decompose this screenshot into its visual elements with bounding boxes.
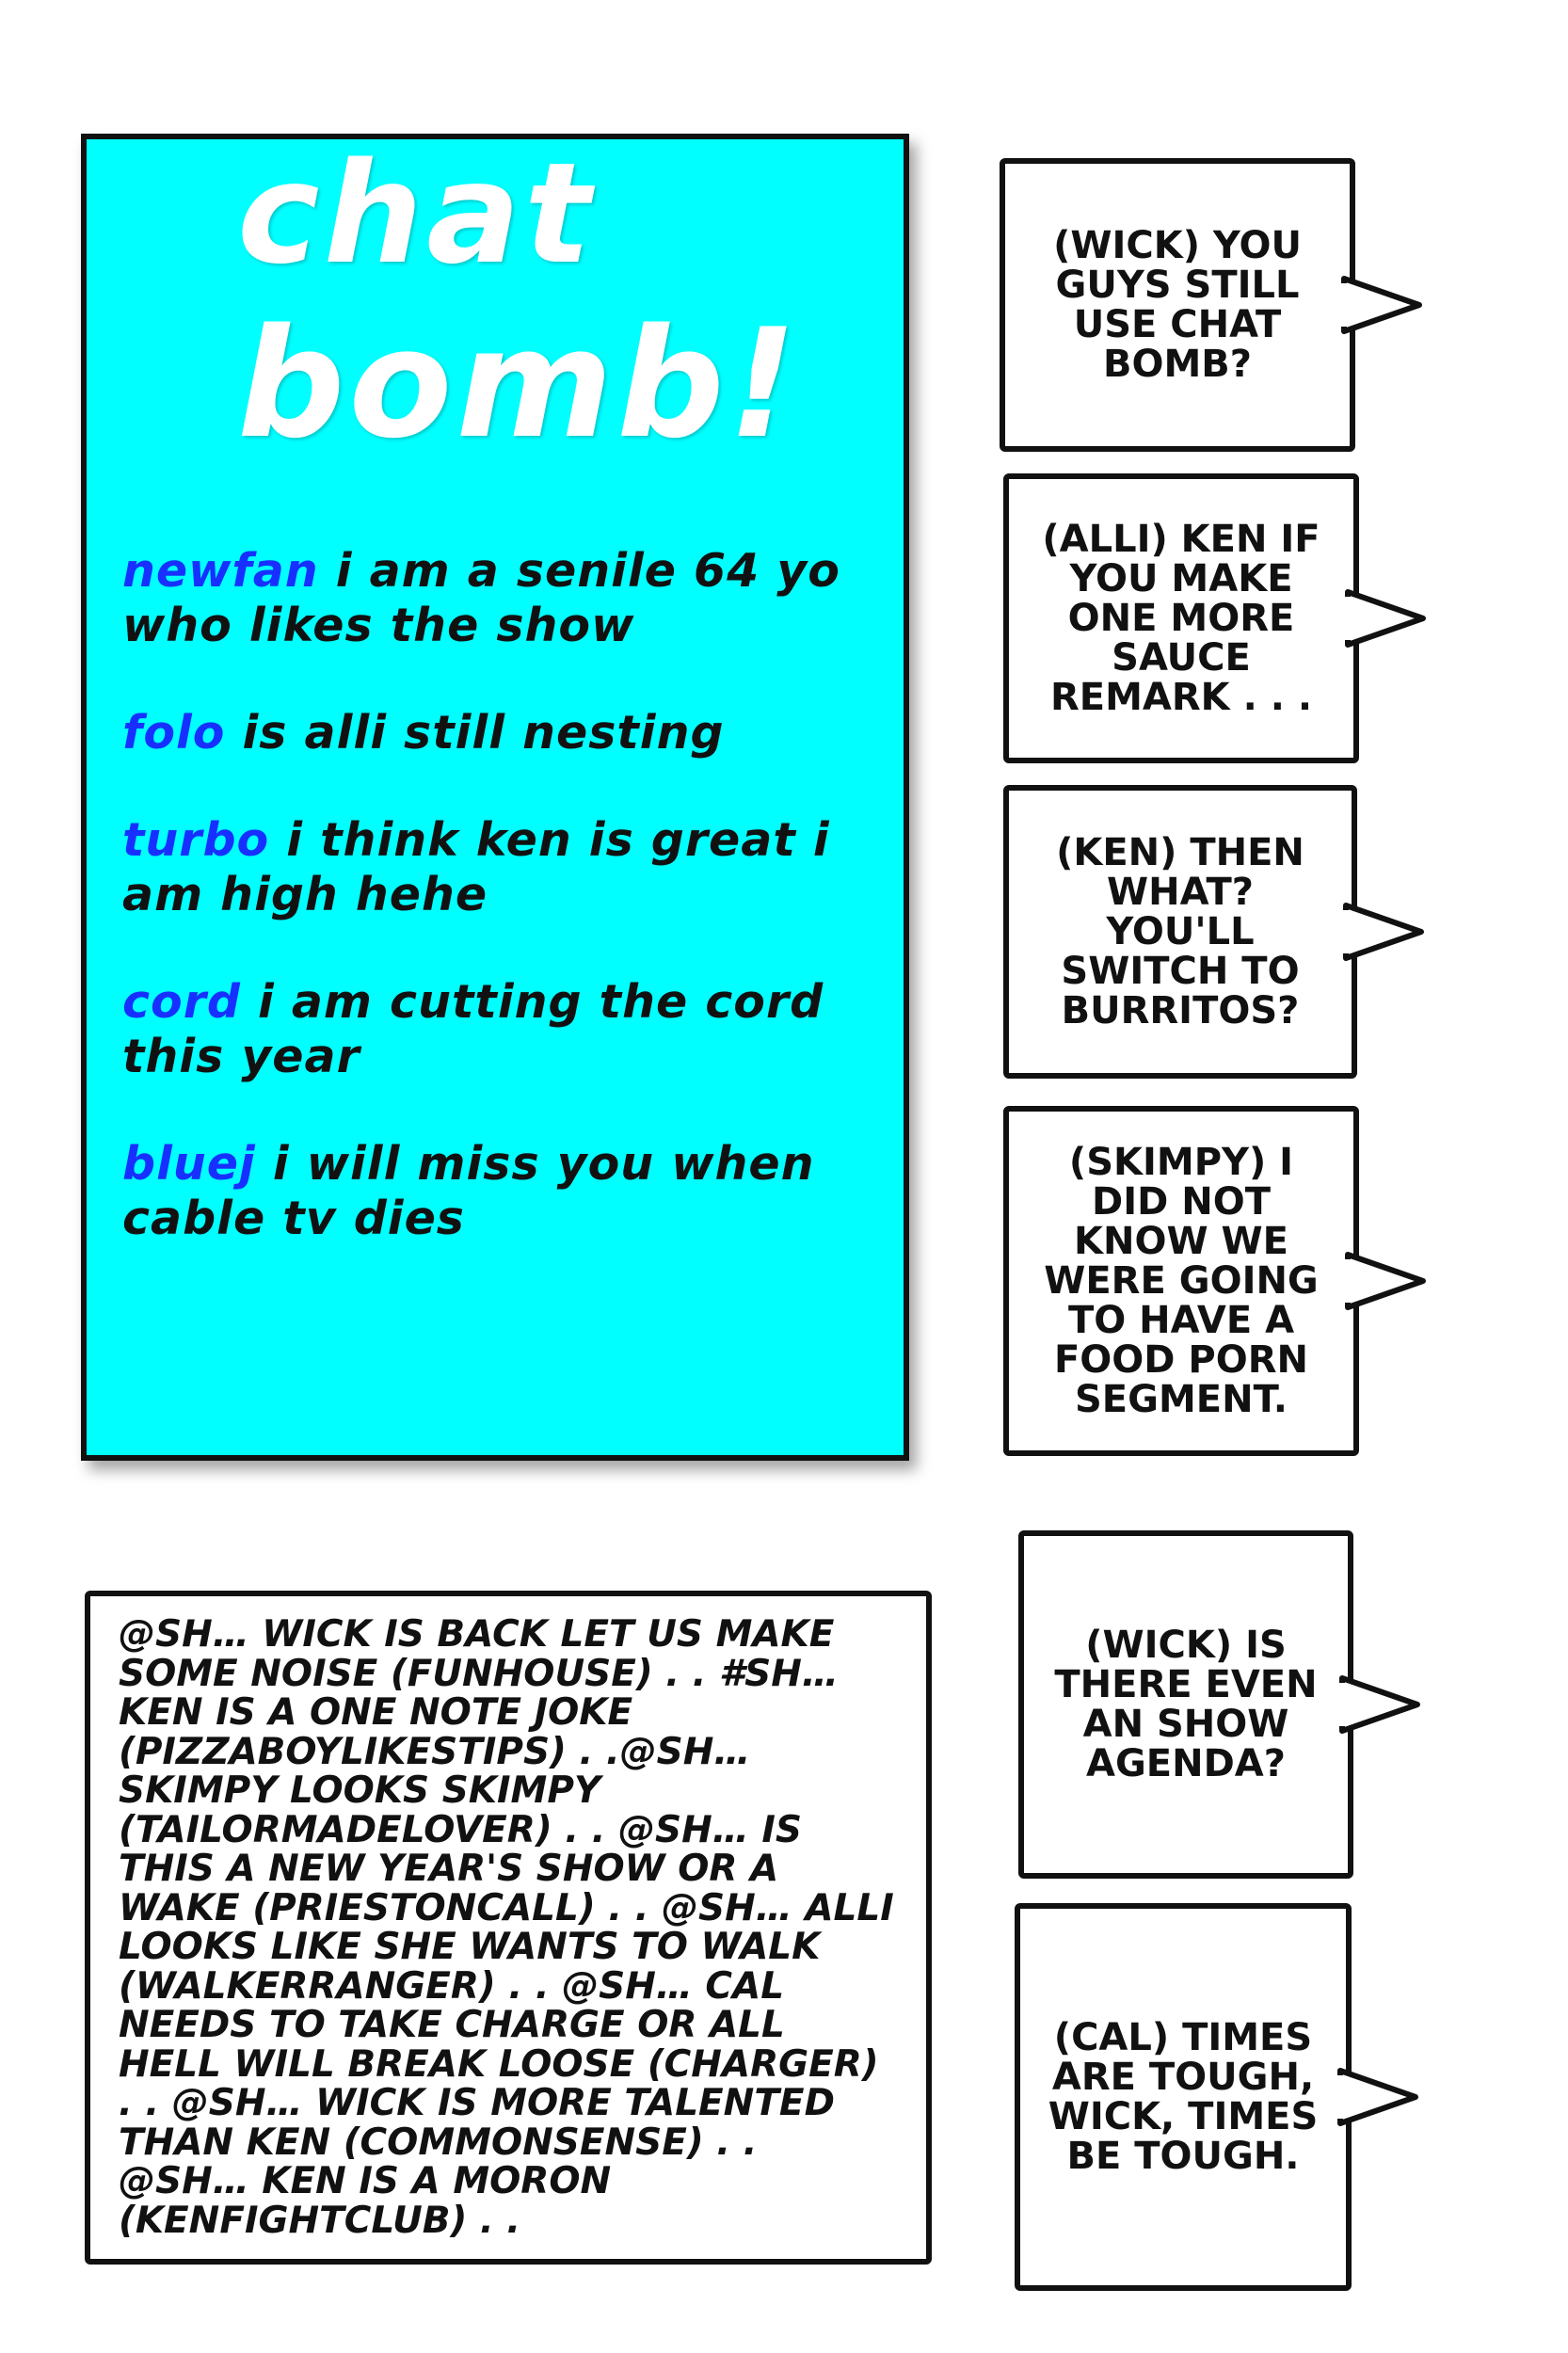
chat-message-text: i think ken is great i am high hehe: [122, 813, 830, 921]
chat-messages: newfan i am a senile 64 yo who likes the…: [122, 544, 904, 1299]
speech-bubble-wick-1: (WICK) YOU GUYS STILL USE CHAT BOMB?: [1000, 158, 1422, 452]
chat-message: newfan i am a senile 64 yo who likes the…: [122, 544, 904, 653]
speech-bubble-cal: (CAL) TIMES ARE TOUGH, WICK, TIMES BE TO…: [1015, 1903, 1418, 2291]
speech-tail-icon: [1338, 1675, 1420, 1734]
speech-tail-icon: [1342, 903, 1424, 961]
chat-message: turbo i think ken is great i am high heh…: [122, 813, 904, 922]
speech-bubble-text: (ALLI) KEN IF YOU MAKE ONE MORE SAUCE RE…: [1042, 518, 1320, 719]
chat-message: bluej i will miss you when cable tv dies: [122, 1137, 904, 1246]
speech-bubble-text: (KEN) THEN WHAT? YOU'LL SWITCH TO BURRIT…: [1056, 831, 1304, 1032]
chat-message: cord i am cutting the cord this year: [122, 975, 904, 1084]
speech-bubble-text: (WICK) YOU GUYS STILL USE CHAT BOMB?: [1053, 224, 1302, 386]
speech-bubble-text: (WICK) IS THERE EVEN AN SHOW AGENDA?: [1054, 1624, 1318, 1785]
speech-bubble-text: (SKIMPY) I DID NOT KNOW WE WERE GOING TO…: [1044, 1141, 1319, 1421]
speech-tail-icon: [1336, 2068, 1418, 2126]
speech-bubble-ken: (KEN) THEN WHAT? YOU'LL SWITCH TO BURRIT…: [1003, 785, 1424, 1079]
speech-tail-icon: [1344, 1252, 1426, 1310]
chat-username: turbo: [122, 813, 270, 867]
chat-message: folo is alli still nesting: [122, 706, 904, 760]
chat-message-text: i will miss you when cable tv dies: [122, 1137, 815, 1245]
chat-bomb-panel: chat bomb! newfan i am a senile 64 yo wh…: [81, 134, 909, 1461]
chat-username: folo: [122, 706, 226, 760]
chat-message-text: i am cutting the cord this year: [122, 975, 824, 1083]
chat-username: newfan: [122, 544, 319, 598]
social-feed-text: @SH… WICK IS BACK LET US MAKE SOME NOISE…: [119, 1613, 894, 2242]
chat-message-text: i am a senile 64 yo who likes the show: [122, 544, 840, 652]
speech-tail-icon: [1340, 276, 1422, 334]
chat-title-line2: bomb!: [237, 296, 801, 472]
speech-bubble-alli: (ALLI) KEN IF YOU MAKE ONE MORE SAUCE RE…: [1003, 473, 1426, 763]
speech-bubble-wick-2: (WICK) IS THERE EVEN AN SHOW AGENDA?: [1018, 1530, 1420, 1879]
social-feed-box: @SH… WICK IS BACK LET US MAKE SOME NOISE…: [85, 1591, 932, 2265]
speech-tail-icon: [1344, 589, 1426, 648]
speech-bubble-skimpy: (SKIMPY) I DID NOT KNOW WE WERE GOING TO…: [1003, 1106, 1426, 1456]
chat-username: bluej: [122, 1137, 256, 1191]
chat-message-text: is alli still nesting: [242, 706, 725, 760]
speech-bubble-text: (CAL) TIMES ARE TOUGH, WICK, TIMES BE TO…: [1048, 2016, 1319, 2178]
chat-title-line1: chat: [237, 133, 595, 295]
chat-username: cord: [122, 975, 241, 1029]
